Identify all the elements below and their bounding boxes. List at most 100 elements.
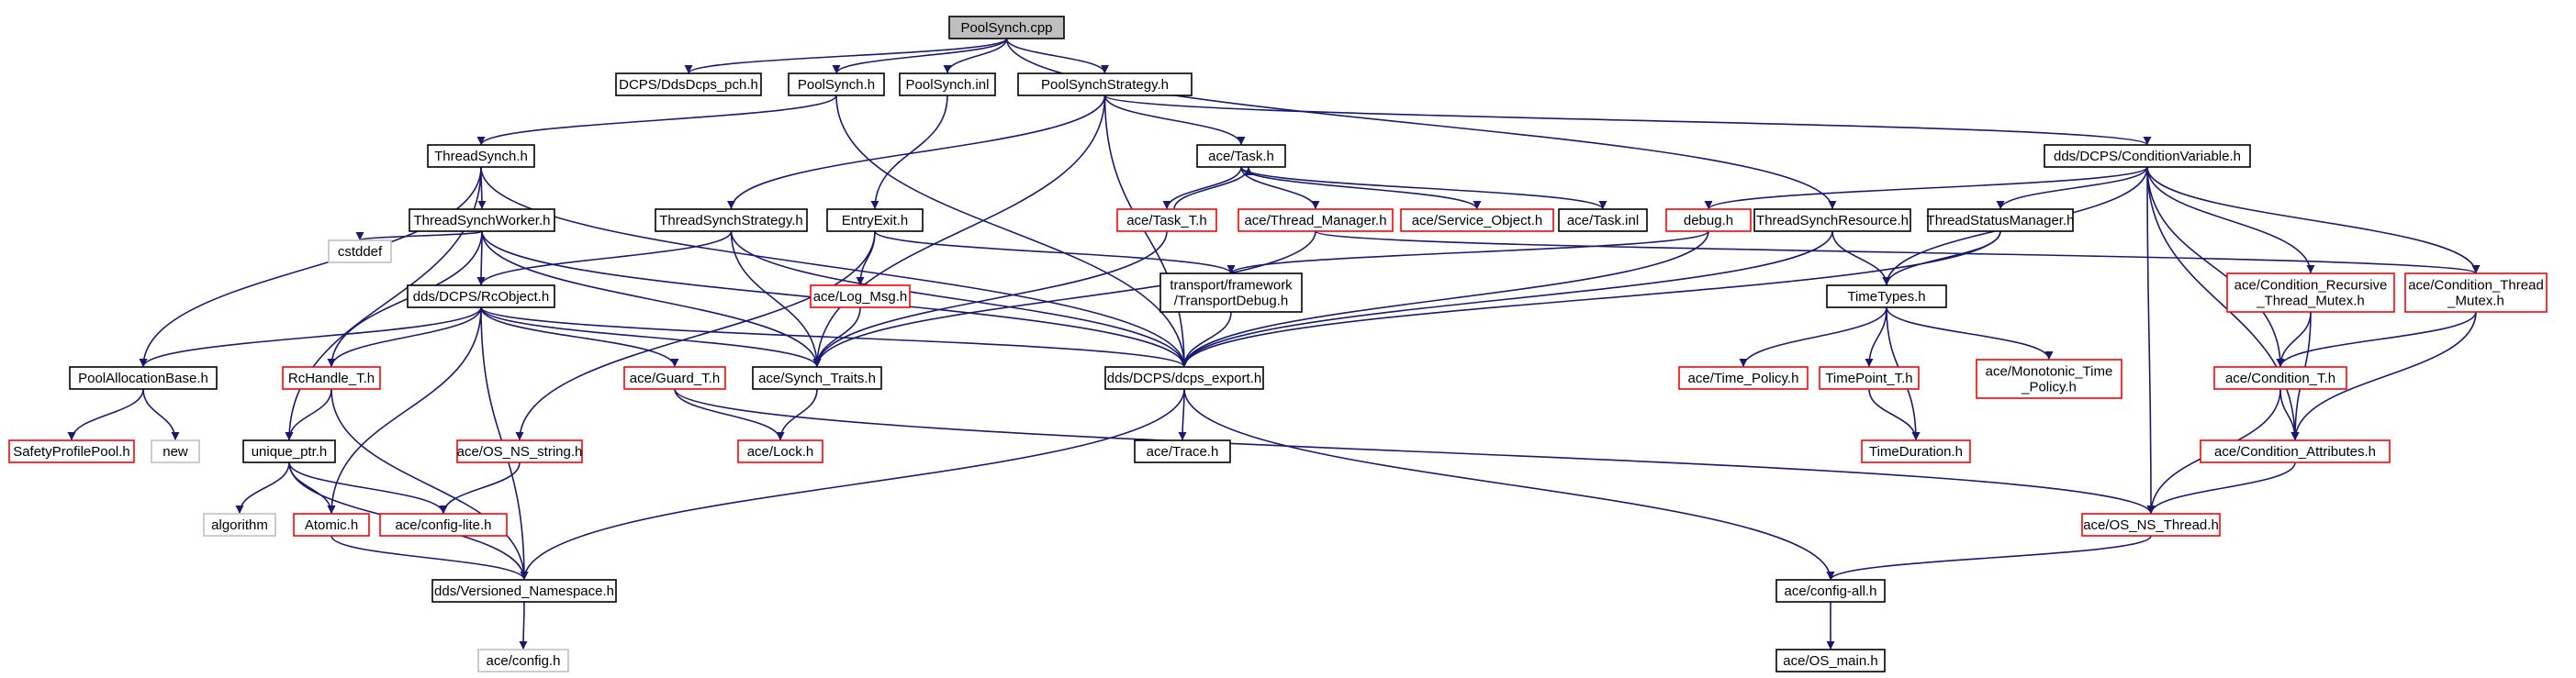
node-dds-dcps-conditionvariable-h[interactable]: dds/DCPS/ConditionVariable.h <box>2044 144 2251 168</box>
node-box <box>1159 272 1303 313</box>
node-label: ThreadSynchWorker.h <box>414 213 551 228</box>
node-ace-thread-manager-h[interactable]: ace/Thread_Manager.h <box>1238 208 1394 232</box>
edge-n17-n37 <box>515 230 876 441</box>
node-label: _Mutex.h <box>2447 294 2504 309</box>
node-box <box>1017 72 1193 96</box>
node-threadsynch-h[interactable]: ThreadSynch.h <box>427 144 535 168</box>
node-ace-time-policy-h[interactable]: ace/Time_Policy.h <box>1678 366 1809 390</box>
node-box <box>2226 272 2395 313</box>
node-ace-condition-recursive-thread-mutex-h[interactable]: ace/Condition_Recursive_Thread_Mutex.h <box>2226 272 2395 313</box>
node-ace-log-msg-h[interactable]: ace/Log_Msg.h <box>810 284 911 308</box>
edge-n7-n23 <box>2146 166 2315 274</box>
node-dds-dcps-rcobject-h[interactable]: dds/DCPS/RcObject.h <box>407 284 555 308</box>
node-box <box>407 284 555 308</box>
edge-n24-n33 <box>2276 311 2477 368</box>
node-ace-task-inl[interactable]: ace/Task.inl <box>1558 208 1648 232</box>
node-box <box>242 439 336 463</box>
node-box <box>456 439 583 463</box>
edge-n9-n28 <box>812 230 1316 368</box>
node-label: RcHandle_T.h <box>288 371 375 386</box>
edge-n29-n46 <box>520 388 1185 581</box>
node-threadsynchworker-h[interactable]: ThreadSynchWorker.h <box>409 208 555 232</box>
node-label: /TransportDebug.h <box>1174 294 1289 309</box>
node-atomic-h[interactable]: Atomic.h <box>293 513 370 537</box>
node-box <box>1116 208 1217 232</box>
edge-n4-n6 <box>1103 94 1246 146</box>
node-dds-dcps-dcps-export-h[interactable]: dds/DCPS/dcps_export.h <box>1104 366 1264 390</box>
node-ace-synch-traits-h[interactable]: ace/Synch_Traits.h <box>752 366 882 390</box>
node-ace-trace-h[interactable]: ace/Trace.h <box>1134 439 1231 463</box>
node-box <box>2404 272 2548 313</box>
node-box <box>409 208 555 232</box>
node-timetypes-h[interactable]: TimeTypes.h <box>1826 284 1947 308</box>
node-poolsynch-inl[interactable]: PoolSynch.inl <box>899 72 996 96</box>
node-label: PoolSynchStrategy.h <box>1041 77 1169 93</box>
edge-n8-n6 <box>1173 166 1253 210</box>
node-dcps-ddsdcps-pch-h[interactable]: DCPS/DdsDcps_pch.h <box>615 72 762 96</box>
node-label: debug.h <box>1684 213 1733 228</box>
node-ace-condition-attributes-h[interactable]: ace/Condition_Attributes.h <box>2200 439 2391 463</box>
node-timepoint-t-h[interactable]: TimePoint_T.h <box>1819 366 1920 390</box>
node-ace-service-object-h[interactable]: ace/Service_Object.h <box>1400 208 1554 232</box>
node-timeduration-h[interactable]: TimeDuration.h <box>1861 439 1971 463</box>
edge-n36-n42 <box>235 461 290 515</box>
node-entryexit-h[interactable]: EntryExit.h <box>826 208 924 232</box>
node-box <box>788 72 885 96</box>
node-box <box>1104 366 1264 390</box>
node-ace-os-ns-string-h[interactable]: ace/OS_NS_string.h <box>456 439 583 463</box>
node-ace-config-lite-h[interactable]: ace/config-lite.h <box>379 513 508 537</box>
node-box <box>2044 144 2251 168</box>
node-poolallocationbase-h[interactable]: PoolAllocationBase.h <box>69 366 218 390</box>
node-safetyprofilepool-h[interactable]: SafetyProfilePool.h <box>8 439 135 463</box>
edge-n12-n21 <box>1226 230 1709 274</box>
node-label: ace/Monotonic_Time <box>1986 364 2113 380</box>
node-label: EntryExit.h <box>842 213 909 228</box>
edge-n0-n13 <box>1005 38 1837 210</box>
edge-n22-n30 <box>1739 306 1887 368</box>
node-ace-condition-thread-mutex-h[interactable]: ace/Condition_Thread_Mutex.h <box>2404 272 2548 313</box>
node-ace-task-t-h[interactable]: ace/Task_T.h <box>1116 208 1217 232</box>
edge-n22-n32 <box>1886 306 2054 361</box>
node-label: ace/Trace.h <box>1147 444 1219 460</box>
node-ace-os-main-h[interactable]: ace/OS_main.h <box>1775 649 1886 672</box>
node-ace-task-h[interactable]: ace/Task.h <box>1196 144 1286 168</box>
edge-n7-n24 <box>2146 166 2481 274</box>
node-poolsynch-h[interactable]: PoolSynch.h <box>788 72 885 96</box>
node-threadsynchstrategy-h[interactable]: ThreadSynchStrategy.h <box>655 208 808 232</box>
node-dds-versioned-namespace-h[interactable]: dds/Versioned_Namespace.h <box>431 579 617 603</box>
edge-n25-n34 <box>67 388 144 441</box>
node-box <box>1775 579 1886 603</box>
edge-n37-n44 <box>439 461 521 515</box>
node-box <box>293 513 370 537</box>
node-debug-h[interactable]: debug.h <box>1665 208 1752 232</box>
node-box <box>1400 208 1554 232</box>
node-transport-framework-transportdebug-h[interactable]: transport/framework/TransportDebug.h <box>1159 272 1303 313</box>
node-label: TimeDuration.h <box>1869 444 1963 460</box>
node-box <box>810 284 911 308</box>
node-label: ace/OS_NS_string.h <box>457 444 583 460</box>
node-box <box>1665 208 1752 232</box>
node-threadsynchresource-h[interactable]: ThreadSynchResource.h <box>1753 208 1911 232</box>
node-poolsynchstrategy-h[interactable]: PoolSynchStrategy.h <box>1017 72 1193 96</box>
node-ace-os-ns-thread-h[interactable]: ace/OS_NS_Thread.h <box>2081 513 2221 537</box>
node-ace-lock-h[interactable]: ace/Lock.h <box>737 439 823 463</box>
node-label: SafetyProfilePool.h <box>13 444 130 460</box>
node-ace-guard-t-h[interactable]: ace/Guard_T.h <box>623 366 726 390</box>
node-box <box>379 513 508 537</box>
edge-n9-n24 <box>1315 230 2480 274</box>
node-label: PoolSynch.h <box>798 77 875 93</box>
node-label: ace/Condition_T.h <box>2225 371 2335 386</box>
edge-n22-n31 <box>1865 306 1887 368</box>
node-label: ThreadSynch.h <box>434 149 528 164</box>
node-threadstatusmanager-h[interactable]: ThreadStatusManager.h <box>1927 208 2075 232</box>
node-label: ace/config-all.h <box>1785 584 1877 599</box>
node-label: ace/Time_Policy.h <box>1688 371 1799 386</box>
node-ace-monotonic-time-policy-h[interactable]: ace/Monotonic_Time_Policy.h <box>1976 359 2122 399</box>
node-rchandle-t-h[interactable]: RcHandle_T.h <box>282 366 381 390</box>
node-label: ThreadSynchStrategy.h <box>659 213 802 228</box>
node-ace-condition-t-h[interactable]: ace/Condition_T.h <box>2213 366 2347 390</box>
node-label: dds/DCPS/ConditionVariable.h <box>2054 149 2241 164</box>
node-unique-ptr-h[interactable]: unique_ptr.h <box>242 439 336 463</box>
node-label: ace/OS_NS_Thread.h <box>2083 517 2219 533</box>
node-ace-config-all-h[interactable]: ace/config-all.h <box>1775 579 1886 603</box>
